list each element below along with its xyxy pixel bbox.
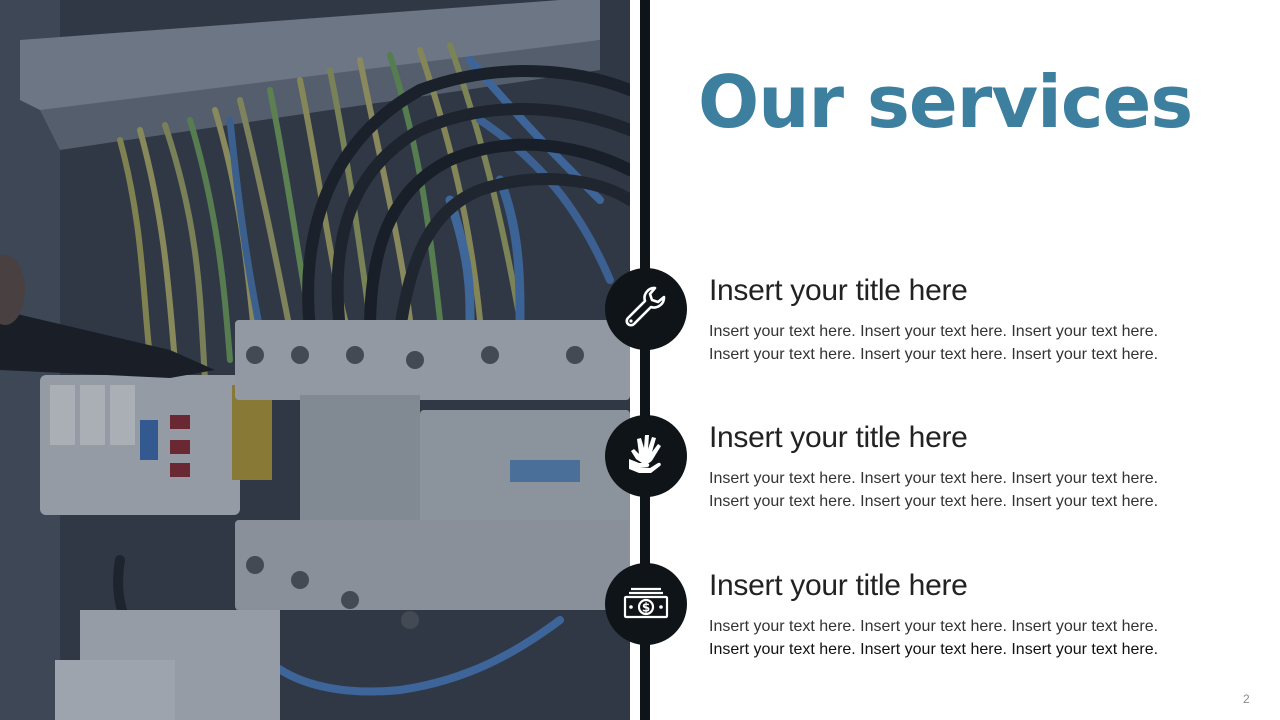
electrical-panel-photo (0, 0, 630, 720)
service-text-line: Insert your text here. Insert your text … (709, 346, 1159, 363)
service-text-line: Insert your text here. Insert your text … (709, 618, 1159, 635)
service-text: Insert your text here. Insert your text … (709, 467, 1209, 513)
page-number: 2 (1243, 692, 1250, 706)
service-text-line: Insert your text here. Insert your text … (709, 323, 1159, 340)
svg-text:$: $ (642, 600, 650, 614)
money-icon: $ (621, 577, 671, 632)
service-item: Insert your title here Insert your text … (605, 415, 1225, 510)
service-title: Insert your title here (709, 569, 968, 602)
service-badge: $ (605, 563, 687, 645)
helping-hands-icon (621, 429, 671, 484)
service-title: Insert your title here (709, 274, 968, 307)
service-text-line: Insert your text here. Insert your text … (709, 470, 1159, 487)
divider (630, 0, 640, 720)
slide-title: Our services (698, 60, 1193, 144)
service-text: Insert your text here. Insert your text … (709, 320, 1209, 366)
timeline-bar (640, 0, 650, 720)
service-text-line: Insert your text here. Insert your text … (709, 641, 1159, 658)
service-item: Insert your title here Insert your text … (605, 268, 1225, 363)
service-item: $ Insert your title here Insert your tex… (605, 563, 1225, 658)
service-title: Insert your title here (709, 421, 968, 454)
service-badge (605, 268, 687, 350)
service-text: Insert your text here. Insert your text … (709, 615, 1209, 661)
service-text-line: Insert your text here. Insert your text … (709, 493, 1159, 510)
service-badge (605, 415, 687, 497)
wrench-icon (621, 282, 671, 337)
